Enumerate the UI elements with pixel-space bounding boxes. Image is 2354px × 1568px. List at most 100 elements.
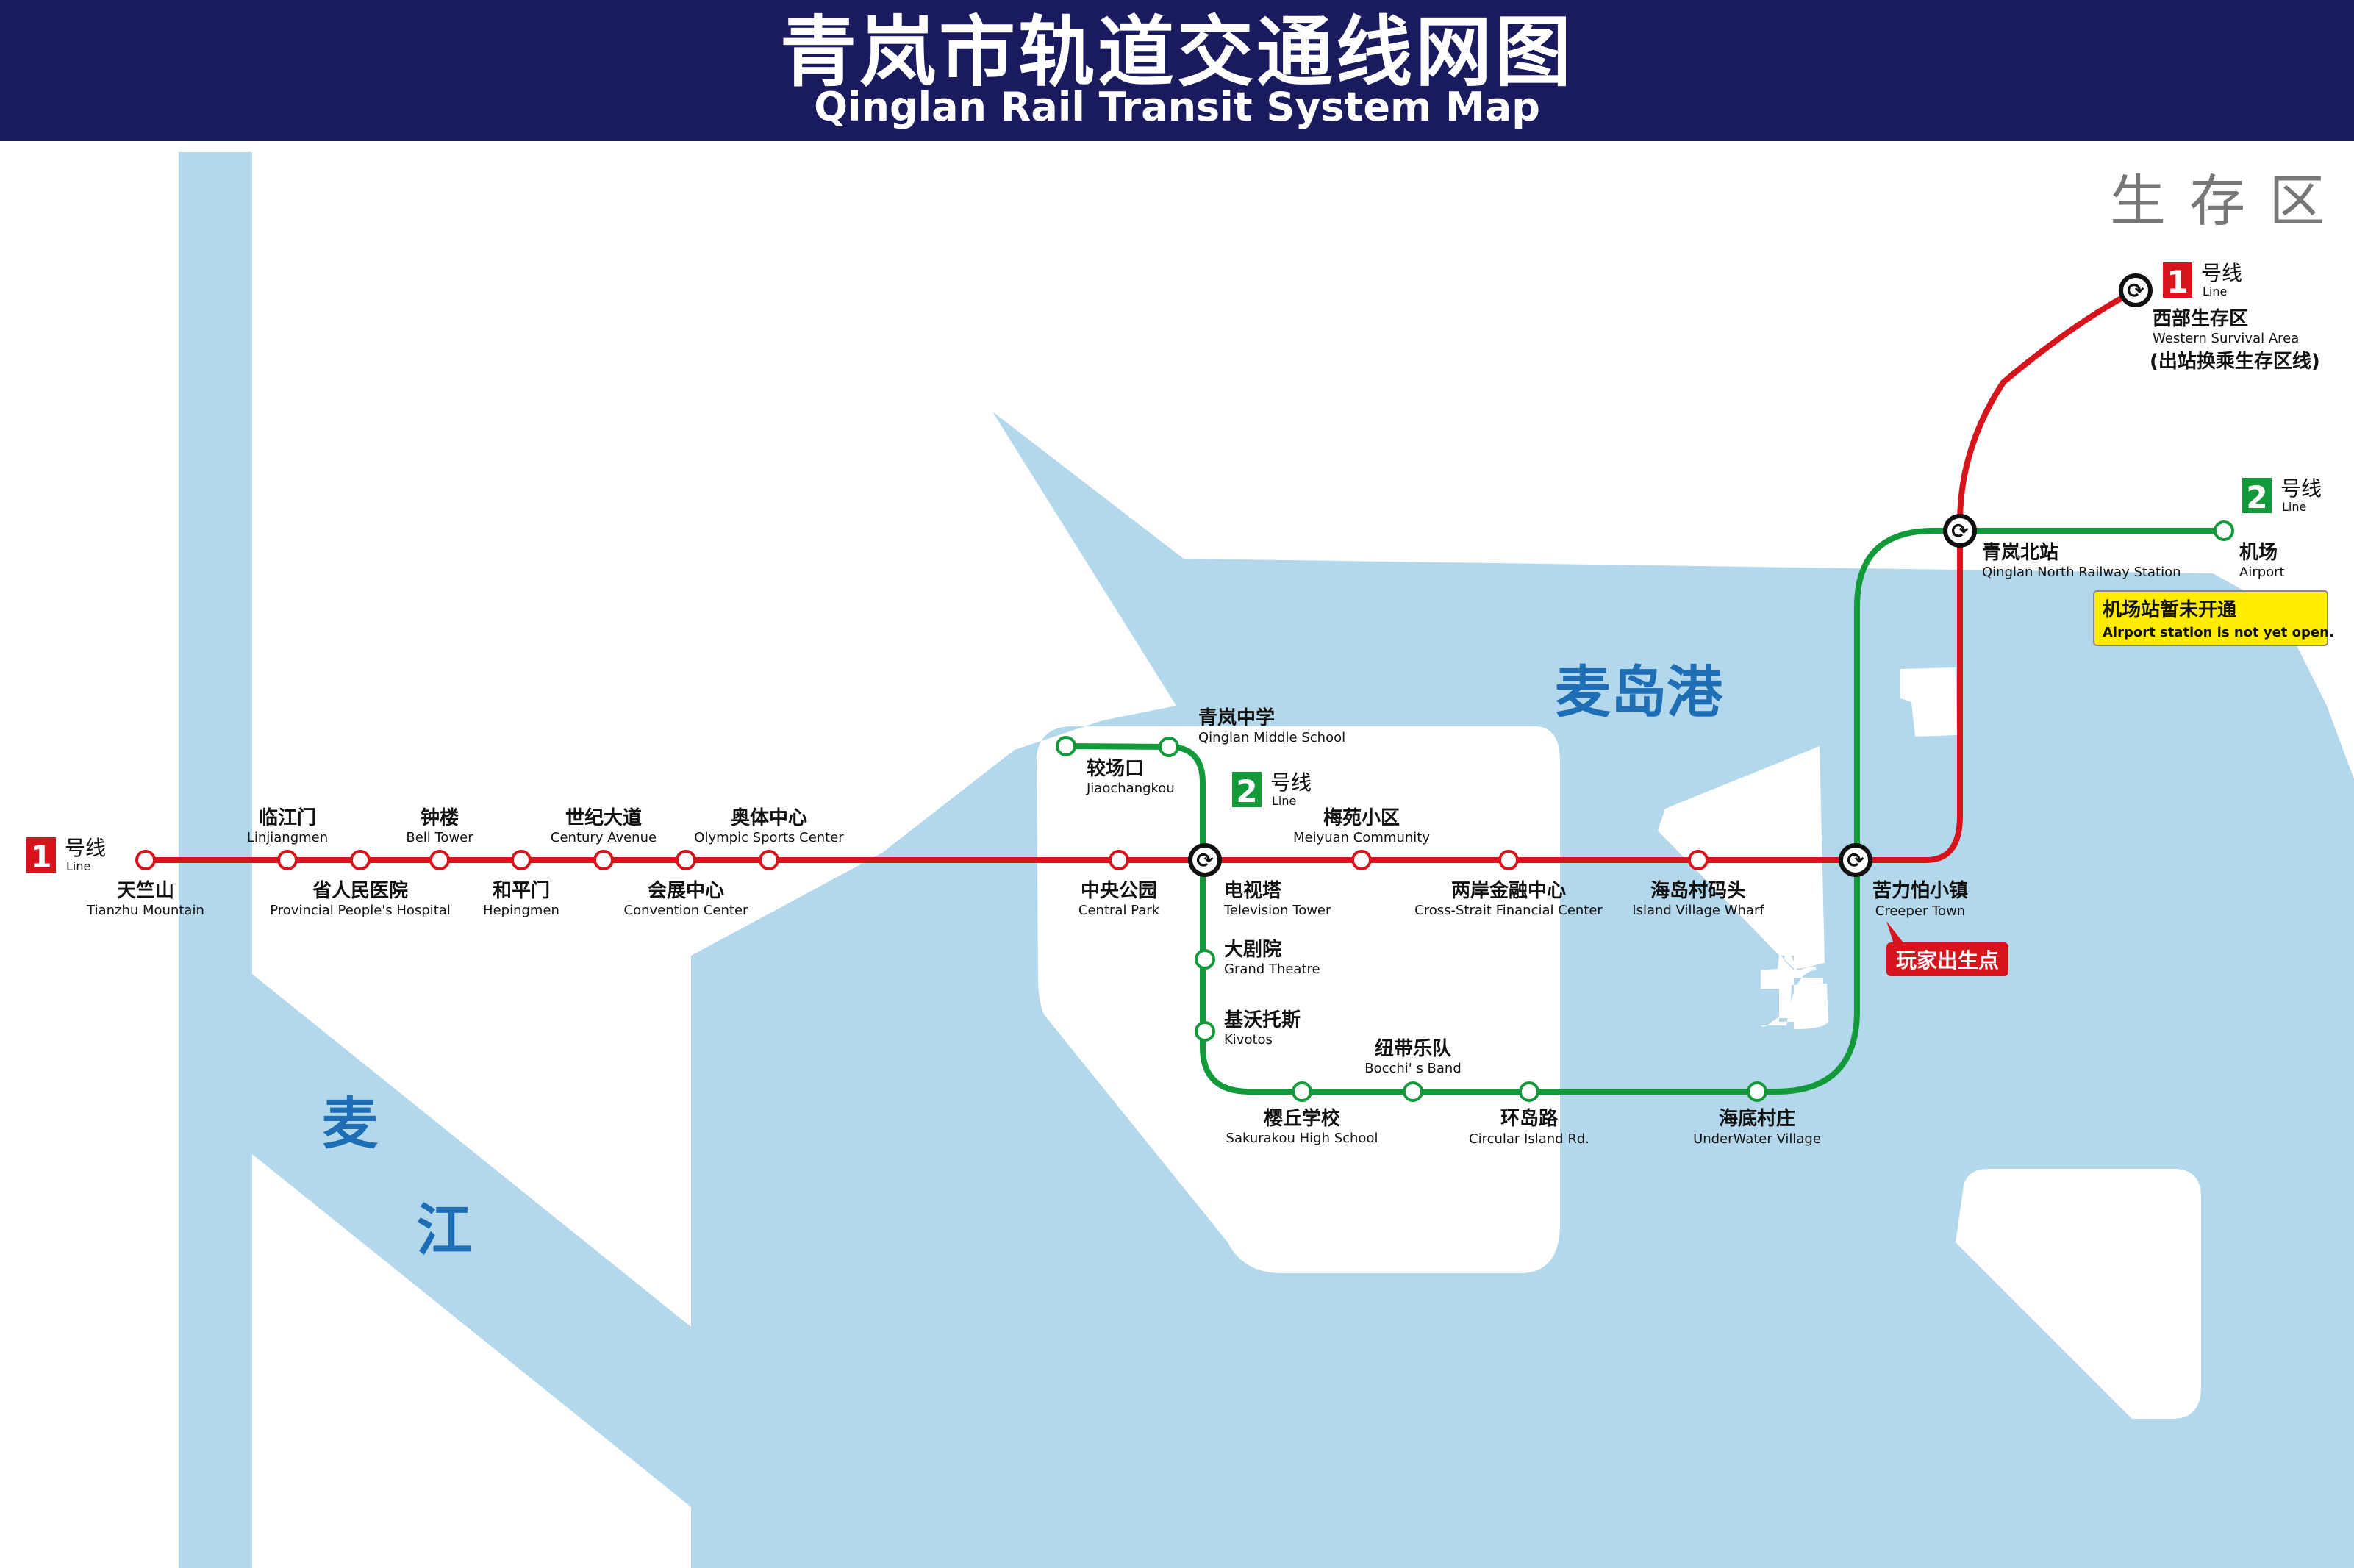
map-title-en: Qinglan Rail Transit System Map bbox=[814, 84, 1540, 130]
transfer-western-survival[interactable]: ⟳ bbox=[2119, 273, 2153, 307]
station-dot-tianzhushan[interactable] bbox=[135, 850, 156, 870]
label-kivotos-cn: 基沃托斯 bbox=[1224, 1009, 1301, 1031]
station-dot-grand-theatre[interactable] bbox=[1195, 949, 1215, 970]
transfer-icon: ⟳ bbox=[1196, 848, 1214, 873]
transfer-creeper-town[interactable]: ⟳ bbox=[1839, 843, 1872, 877]
label-provincial-hospital-en: Provincial People's Hospital bbox=[270, 903, 451, 918]
transfer-qinglan-north[interactable]: ⟳ bbox=[1943, 514, 1977, 548]
label-cross-strait-en: Cross-Strait Financial Center bbox=[1414, 903, 1603, 918]
station-dot-bocchi-band[interactable] bbox=[1403, 1081, 1423, 1102]
harbor-label: 麦岛港 bbox=[1555, 659, 1723, 725]
svg-text:号线: 号线 bbox=[2280, 476, 2322, 501]
line2-badge-right: 2 号线 Line bbox=[2242, 476, 2322, 515]
label-circular-road-en: Circular Island Rd. bbox=[1469, 1131, 1589, 1147]
label-central-park-cn: 中央公园 bbox=[1081, 880, 1157, 902]
transit-map: ⟳ ⟳ ⟳ ⟳ 麦 江 麦岛港 生 存 区 1 号线 Line 1 号线 Lin… bbox=[26, 152, 2354, 1568]
label-island-wharf-cn: 海岛村码头 bbox=[1650, 879, 1746, 902]
svg-text:号线: 号线 bbox=[65, 836, 106, 860]
label-creeper-town-en: Creeper Town bbox=[1875, 903, 1965, 919]
spawn-point-callout: 玩家出生点 bbox=[1886, 921, 2008, 976]
airport-closed-notice: 机场站暂未开通 Airport station is not yet open. bbox=[2093, 590, 2334, 646]
label-hepingmen-cn: 和平门 bbox=[493, 880, 550, 902]
svg-text:2: 2 bbox=[1236, 773, 1257, 809]
label-bell-tower-cn: 钟楼 bbox=[421, 806, 459, 829]
label-provincial-hospital-cn: 省人民医院 bbox=[312, 879, 408, 902]
map-title-cn: 青岚市轨道交通线网图 bbox=[779, 7, 1574, 97]
label-circular-road-cn: 环岛路 bbox=[1500, 1107, 1559, 1130]
station-dot-central-park[interactable] bbox=[1109, 850, 1129, 870]
label-convention-center-en: Convention Center bbox=[624, 903, 749, 918]
transfer-icon: ⟳ bbox=[2127, 279, 2144, 303]
label-jiaochangkou-en: Jiaochangkou bbox=[1086, 781, 1175, 796]
line1-badge-top: 1 号线 Line bbox=[2163, 261, 2242, 300]
svg-text:1: 1 bbox=[30, 839, 51, 875]
line1-track bbox=[146, 287, 2137, 863]
label-linjiangmen-cn: 临江门 bbox=[259, 806, 316, 829]
station-dot-olympic-center[interactable] bbox=[759, 850, 779, 870]
station-dot-island-wharf[interactable] bbox=[1688, 850, 1709, 870]
station-dot-hepingmen[interactable] bbox=[511, 850, 532, 870]
label-sakurakou-en: Sakurakou High School bbox=[1226, 1131, 1378, 1146]
label-century-avenue-cn: 世纪大道 bbox=[565, 806, 642, 829]
transfer-tv-tower[interactable]: ⟳ bbox=[1188, 843, 1222, 877]
label-meiyuan-en: Meiyuan Community bbox=[1293, 830, 1430, 845]
label-bocchi-band-en: Bocchi' s Band bbox=[1364, 1061, 1462, 1076]
transfer-icon: ⟳ bbox=[1951, 519, 1969, 543]
line1-stations bbox=[135, 850, 1709, 870]
label-meiyuan-cn: 梅苑小区 bbox=[1323, 806, 1400, 829]
label-creeper-town-cn: 苦力怕小镇 bbox=[1872, 880, 1968, 902]
river-diagonal bbox=[252, 974, 691, 1507]
label-sakurakou-cn: 樱丘学校 bbox=[1264, 1107, 1341, 1130]
svg-text:Line: Line bbox=[66, 859, 90, 873]
line2-badge-center: 2 号线 Line bbox=[1232, 770, 1312, 809]
label-kivotos-en: Kivotos bbox=[1224, 1032, 1273, 1048]
svg-text:号线: 号线 bbox=[2201, 261, 2242, 285]
svg-text:机场站暂未开通: 机场站暂未开通 bbox=[2103, 598, 2236, 621]
svg-text:玩家出生点: 玩家出生点 bbox=[1896, 948, 1999, 973]
label-qinglan-middle-en: Qinglan Middle School bbox=[1198, 730, 1345, 745]
callout-pointer bbox=[1886, 921, 1908, 948]
label-convention-center-cn: 会展中心 bbox=[648, 880, 724, 902]
label-tianzhushan-cn: 天竺山 bbox=[117, 879, 174, 902]
station-dot-linjiangmen[interactable] bbox=[277, 850, 298, 870]
station-dot-meiyuan[interactable] bbox=[1351, 850, 1372, 870]
river-label-1: 麦 bbox=[322, 1091, 378, 1156]
svg-text:号线: 号线 bbox=[1270, 770, 1312, 795]
station-dot-bell-tower[interactable] bbox=[429, 850, 450, 870]
station-dot-circular-road[interactable] bbox=[1519, 1081, 1539, 1102]
station-dot-airport[interactable] bbox=[2214, 520, 2234, 541]
island-east-clear bbox=[1661, 746, 1828, 1029]
station-dot-century-avenue[interactable] bbox=[593, 850, 614, 870]
svg-text:1: 1 bbox=[2167, 264, 2188, 300]
station-dot-sakurakou[interactable] bbox=[1292, 1081, 1312, 1102]
label-olympic-center-cn: 奥体中心 bbox=[731, 806, 807, 829]
station-dot-kivotos[interactable] bbox=[1195, 1021, 1215, 1042]
line1-badge-left: 1 号线 Line bbox=[26, 836, 106, 875]
label-tianzhushan-en: Tianzhu Mountain bbox=[86, 903, 204, 918]
label-bell-tower-en: Bell Tower bbox=[406, 830, 473, 845]
label-island-wharf-en: Island Village Wharf bbox=[1632, 903, 1764, 918]
label-central-park-en: Central Park bbox=[1078, 903, 1160, 918]
label-bocchi-band-cn: 纽带乐队 bbox=[1375, 1037, 1452, 1060]
zone-label: 生 存 区 bbox=[2110, 168, 2328, 234]
label-airport-cn: 机场 bbox=[2239, 542, 2278, 564]
label-western-survival-cn: 西部生存区 bbox=[2153, 308, 2248, 330]
svg-text:Line: Line bbox=[2203, 284, 2227, 298]
label-airport-en: Airport bbox=[2239, 565, 2285, 580]
station-dot-qinglan-middle[interactable] bbox=[1159, 737, 1179, 757]
label-qinglan-north-en: Qinglan North Railway Station bbox=[1982, 565, 2181, 580]
header-banner: 青岚市轨道交通线网图 Qinglan Rail Transit System M… bbox=[0, 0, 2354, 141]
label-century-avenue-en: Century Avenue bbox=[551, 830, 657, 845]
transfer-icon: ⟳ bbox=[1847, 848, 1864, 873]
station-dot-cross-strait[interactable] bbox=[1498, 850, 1519, 870]
station-dot-jiaochangkou[interactable] bbox=[1056, 736, 1076, 756]
station-dot-underwater-village[interactable] bbox=[1747, 1081, 1767, 1102]
svg-text:Airport station is not yet ope: Airport station is not yet open. bbox=[2103, 625, 2334, 640]
label-qinglan-middle-cn: 青岚中学 bbox=[1198, 706, 1275, 729]
station-dot-convention-center[interactable] bbox=[676, 850, 696, 870]
label-linjiangmen-en: Linjiangmen bbox=[247, 830, 328, 845]
station-dot-provincial-hospital[interactable] bbox=[350, 850, 371, 870]
line2-stations bbox=[1056, 520, 2234, 1102]
label-olympic-center-en: Olympic Sports Center bbox=[694, 830, 844, 845]
label-underwater-village-cn: 海底村庄 bbox=[1719, 1107, 1795, 1130]
